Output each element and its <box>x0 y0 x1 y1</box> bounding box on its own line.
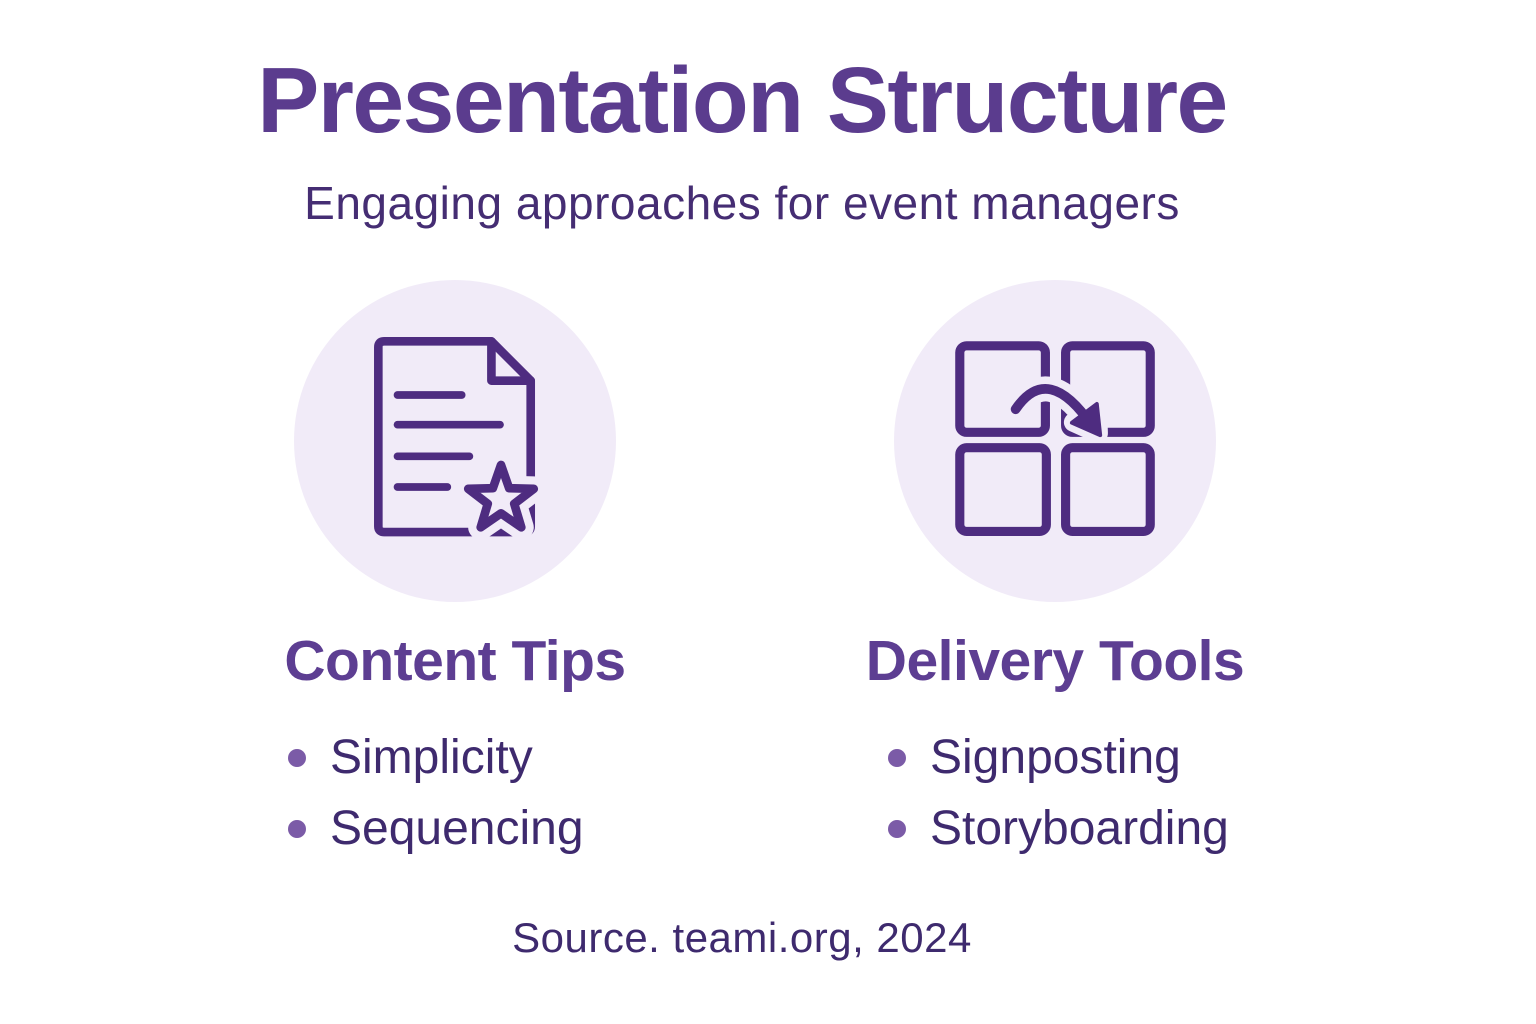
header: Presentation Structure Engaging approach… <box>0 0 1510 228</box>
page-title: Presentation Structure <box>257 48 1228 152</box>
bullet-dot <box>288 748 306 767</box>
column-delivery-tools: Delivery Tools Signposting Storyboarding <box>820 280 1290 856</box>
grid-arrow-icon <box>954 341 1155 537</box>
list-item: Storyboarding <box>888 801 1229 856</box>
document-star-icon <box>374 337 547 541</box>
bullet-label: Signposting <box>930 731 1181 785</box>
list-item: Sequencing <box>288 801 584 856</box>
content-tips-icon-circle <box>294 280 616 603</box>
bullet-label: Storyboarding <box>930 802 1229 856</box>
bullet-dot <box>288 820 306 839</box>
list-item: Signposting <box>888 730 1229 785</box>
delivery-tools-icon-circle <box>894 280 1216 603</box>
content-tips-heading: Content Tips <box>284 629 626 694</box>
page-subtitle: Engaging approaches for event managers <box>304 176 1180 229</box>
bullet-label: Sequencing <box>330 802 584 856</box>
source-attribution: Source. teami.org, 2024 <box>512 914 972 961</box>
columns-row: Content Tips Simplicity Sequencing <box>220 280 1290 856</box>
column-content-tips: Content Tips Simplicity Sequencing <box>220 280 690 856</box>
list-item: Simplicity <box>288 730 584 785</box>
content-tips-list: Simplicity Sequencing <box>220 714 584 856</box>
bullet-label: Simplicity <box>330 731 533 785</box>
footer: Source. teami.org, 2024 <box>0 914 1510 962</box>
bullet-dot <box>888 820 906 839</box>
delivery-tools-heading: Delivery Tools <box>865 629 1245 694</box>
bullet-dot <box>888 748 906 767</box>
delivery-tools-list: Signposting Storyboarding <box>820 714 1229 856</box>
